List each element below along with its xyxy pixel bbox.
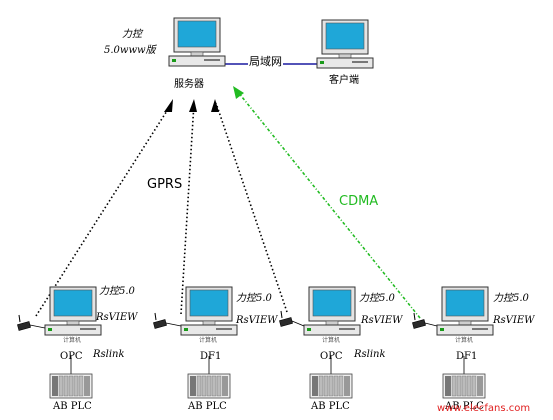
station-4-modem	[411, 312, 427, 329]
gprs-arrow-3	[211, 99, 219, 112]
station-1-hmi: RsVIEW	[96, 312, 138, 323]
cdma-label: CDMA	[339, 194, 379, 209]
station-1-driver: OPC	[60, 351, 83, 362]
station-1-computer	[44, 286, 102, 336]
station-2-pc-label: 计算机	[199, 337, 218, 344]
station-4-plc-label: AB PLC	[445, 401, 484, 412]
station-4-driver: DF1	[456, 351, 478, 362]
server-software-name: 力控	[122, 29, 142, 40]
gprs-arrow-2	[189, 99, 197, 112]
cdma-link	[237, 91, 421, 319]
station-3-plc	[309, 373, 353, 399]
station-2-software: 力控5.0	[236, 293, 272, 304]
server-label: 服务器	[174, 79, 204, 90]
cdma-arrow	[233, 86, 244, 99]
station-2-plc-label: AB PLC	[188, 401, 227, 412]
station-4-pc-label: 计算机	[455, 337, 474, 344]
station-1-modem	[16, 314, 32, 331]
station-3-hmi: RsVIEW	[361, 315, 403, 326]
gprs-label: GPRS	[147, 177, 183, 192]
station-1-software: 力控5.0	[99, 286, 135, 297]
gprs-arrow-1	[164, 99, 173, 112]
server-software-version: 5.0www版	[104, 45, 156, 56]
station-3-computer	[303, 286, 361, 336]
station-4-computer	[436, 286, 494, 336]
client-computer	[316, 19, 374, 69]
gprs-link-1	[35, 102, 173, 317]
client-label: 客户端	[329, 75, 359, 86]
server-computer	[168, 17, 226, 67]
station-3-extra: Rslink	[354, 349, 386, 360]
station-2-hmi: RsVIEW	[236, 315, 278, 326]
station-2-computer	[180, 286, 238, 336]
gprs-link-3	[215, 102, 288, 313]
gprs-link-2	[180, 102, 195, 315]
station-4-software: 力控5.0	[493, 293, 529, 304]
station-1-plc	[49, 373, 93, 399]
station-3-plc-label: AB PLC	[311, 401, 350, 412]
station-2-modem	[152, 312, 168, 329]
station-2-plc	[187, 373, 231, 399]
station-3-modem	[278, 310, 294, 327]
station-3-software: 力控5.0	[359, 293, 395, 304]
station-1-plc-label: AB PLC	[53, 401, 92, 412]
station-1-pc-label: 计算机	[63, 337, 82, 344]
station-1-extra: Rslink	[93, 349, 125, 360]
watermark: www.elecfans.com	[437, 403, 531, 414]
station-3-driver: OPC	[320, 351, 343, 362]
lan-label: 局域网	[248, 55, 283, 68]
station-4-hmi: RsVIEW	[493, 315, 535, 326]
station-3-pc-label: 计算机	[322, 337, 341, 344]
station-2-driver: DF1	[200, 351, 222, 362]
station-4-plc	[442, 373, 486, 399]
